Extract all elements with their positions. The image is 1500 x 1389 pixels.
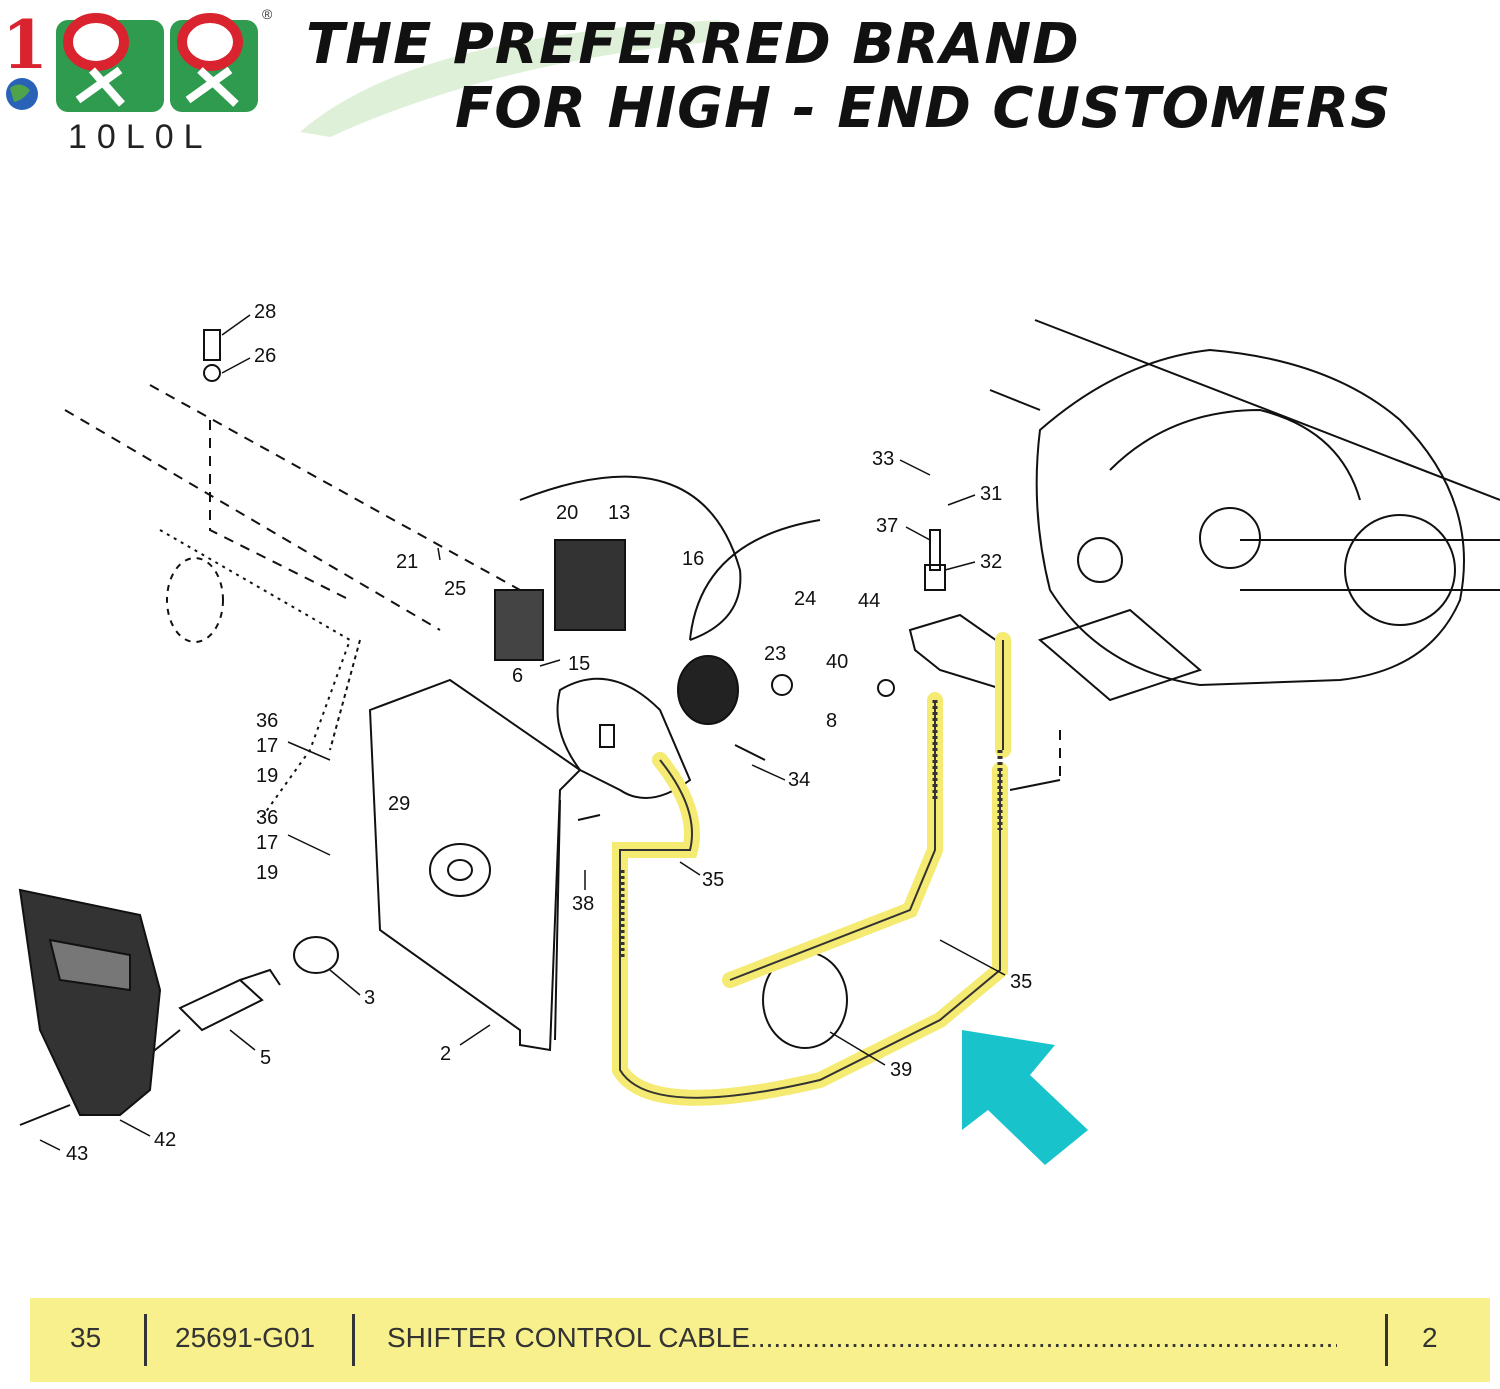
column-divider [144,1314,147,1366]
part-info-row: 35 25691-G01 SHIFTER CONTROL CABLE......… [30,1298,1490,1382]
callout-32: 32 [980,551,1002,573]
svg-text:1: 1 [2,6,48,84]
callout-35-a: 35 [702,869,724,891]
tagline-line-2: FOR HIGH - END CUSTOMERS [455,76,1392,141]
callout-26: 26 [254,345,276,367]
callout-5: 5 [260,1047,271,1069]
callout-19-b: 19 [256,862,278,884]
callout-15: 15 [568,653,590,675]
part-ref-number: 35 [70,1322,102,1353]
callout-8: 8 [826,710,837,732]
callout-17-a: 17 [256,735,278,757]
callout-16: 16 [682,548,704,570]
callout-25: 25 [444,578,466,600]
callout-3: 3 [364,987,375,1009]
shifter-control-cable-highlight [612,632,1011,1106]
callout-13: 13 [608,502,630,524]
callout-20: 20 [556,502,578,524]
callout-33: 33 [872,448,894,470]
column-divider [352,1314,355,1366]
callout-28: 28 [254,301,276,323]
callout-31: 31 [980,483,1002,505]
callout-39: 39 [890,1059,912,1081]
arrow-icon [962,1030,1088,1165]
callout-38: 38 [572,893,594,915]
tagline-line-1: THE PREFERRED BRAND [306,12,1080,77]
callout-40: 40 [826,651,848,673]
callout-21: 21 [396,551,418,573]
callout-29: 29 [388,793,410,815]
callout-44: 44 [858,590,880,612]
callout-17-b: 17 [256,832,278,854]
callout-36-a: 36 [256,710,278,732]
callout-43: 43 [66,1143,88,1165]
callout-labels: 28 26 33 31 37 32 20 13 21 25 16 15 24 4… [66,301,1032,1165]
callout-35-b: 35 [1010,971,1032,993]
brand-logo: 1 [2,6,258,112]
callout-24: 24 [794,588,816,610]
callout-19-a: 19 [256,765,278,787]
callout-36-b: 36 [256,807,278,829]
callout-34: 34 [788,769,810,791]
part-description: SHIFTER CONTROL CABLE...................… [387,1322,1337,1353]
part-quantity: 2 [1422,1322,1438,1353]
header: 1 10L0L ® THE PREFERRED BRAND FOR HIGH -… [0,0,1500,170]
callout-2: 2 [440,1043,451,1065]
callout-42: 42 [154,1129,176,1151]
column-divider [1385,1314,1388,1366]
exploded-parts-diagram: 28 26 33 31 37 32 20 13 21 25 16 15 24 4… [18,301,1500,1165]
part-number: 25691-G01 [175,1322,316,1353]
brush-stroke-decoration [300,20,720,137]
registered-mark: ® [262,6,273,22]
callout-37: 37 [876,515,898,537]
callout-23: 23 [764,643,786,665]
logo-wordmark: 10L0L [68,118,213,156]
callout-6: 6 [512,665,523,687]
